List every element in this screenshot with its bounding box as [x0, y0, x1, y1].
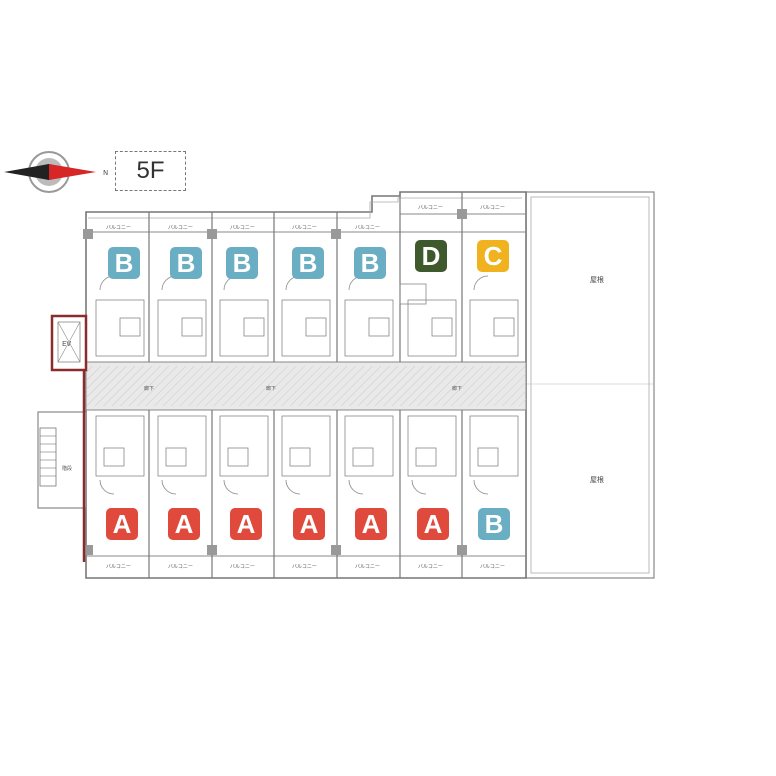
unit-badge-top-3: B: [226, 247, 258, 279]
unit-badge-top-4: B: [292, 247, 324, 279]
unit-badge-top-7: C: [477, 240, 509, 272]
stairs-label: 階段: [62, 465, 72, 472]
balcony-label-bottom-5: バルコニー: [355, 564, 380, 570]
unit-badge-top-2: B: [170, 247, 202, 279]
unit-badge-bottom-2: A: [168, 508, 200, 540]
unit-badge-bottom-6: A: [417, 508, 449, 540]
compass-icon: N: [4, 151, 108, 193]
unit-badge-top-5: B: [354, 247, 386, 279]
balcony-label-top-7: バルコニー: [480, 205, 505, 211]
balcony-label-top-5: バルコニー: [355, 225, 380, 231]
unit-badge-bottom-5: A: [355, 508, 387, 540]
balcony-label-bottom-4: バルコニー: [292, 564, 317, 570]
unit-badge-top-6: D: [415, 240, 447, 272]
balcony-label-bottom-3: バルコニー: [230, 564, 255, 570]
balcony-label-top-6: バルコニー: [418, 205, 443, 211]
unit-badge-top-1: B: [108, 247, 140, 279]
balcony-label-bottom-1: バルコニー: [106, 564, 131, 570]
balcony-label-top-1: バルコニー: [106, 225, 131, 231]
unit-badge-bottom-7: B: [478, 508, 510, 540]
floor-label: 5F: [115, 151, 186, 191]
corridor-label-2: 廊下: [266, 385, 276, 392]
balcony-label-bottom-7: バルコニー: [480, 564, 505, 570]
corridor-label-1: 廊下: [144, 385, 154, 392]
balcony-label-bottom-2: バルコニー: [168, 564, 193, 570]
roof-label-top: 屋根: [590, 275, 604, 284]
balcony-label-top-4: バルコニー: [292, 225, 317, 231]
balcony-label-top-2: バルコニー: [168, 225, 193, 231]
unit-badge-bottom-4: A: [293, 508, 325, 540]
unit-badge-bottom-3: A: [230, 508, 262, 540]
corridor-label-3: 廊下: [452, 385, 462, 392]
elevator-label: EV: [62, 340, 71, 348]
compass-north-label: N: [103, 169, 108, 177]
unit-badge-bottom-1: A: [106, 508, 138, 540]
balcony-label-top-3: バルコニー: [230, 225, 255, 231]
roof-label-bottom: 屋根: [590, 475, 604, 484]
roof-area: [525, 191, 655, 579]
balcony-label-bottom-6: バルコニー: [418, 564, 443, 570]
